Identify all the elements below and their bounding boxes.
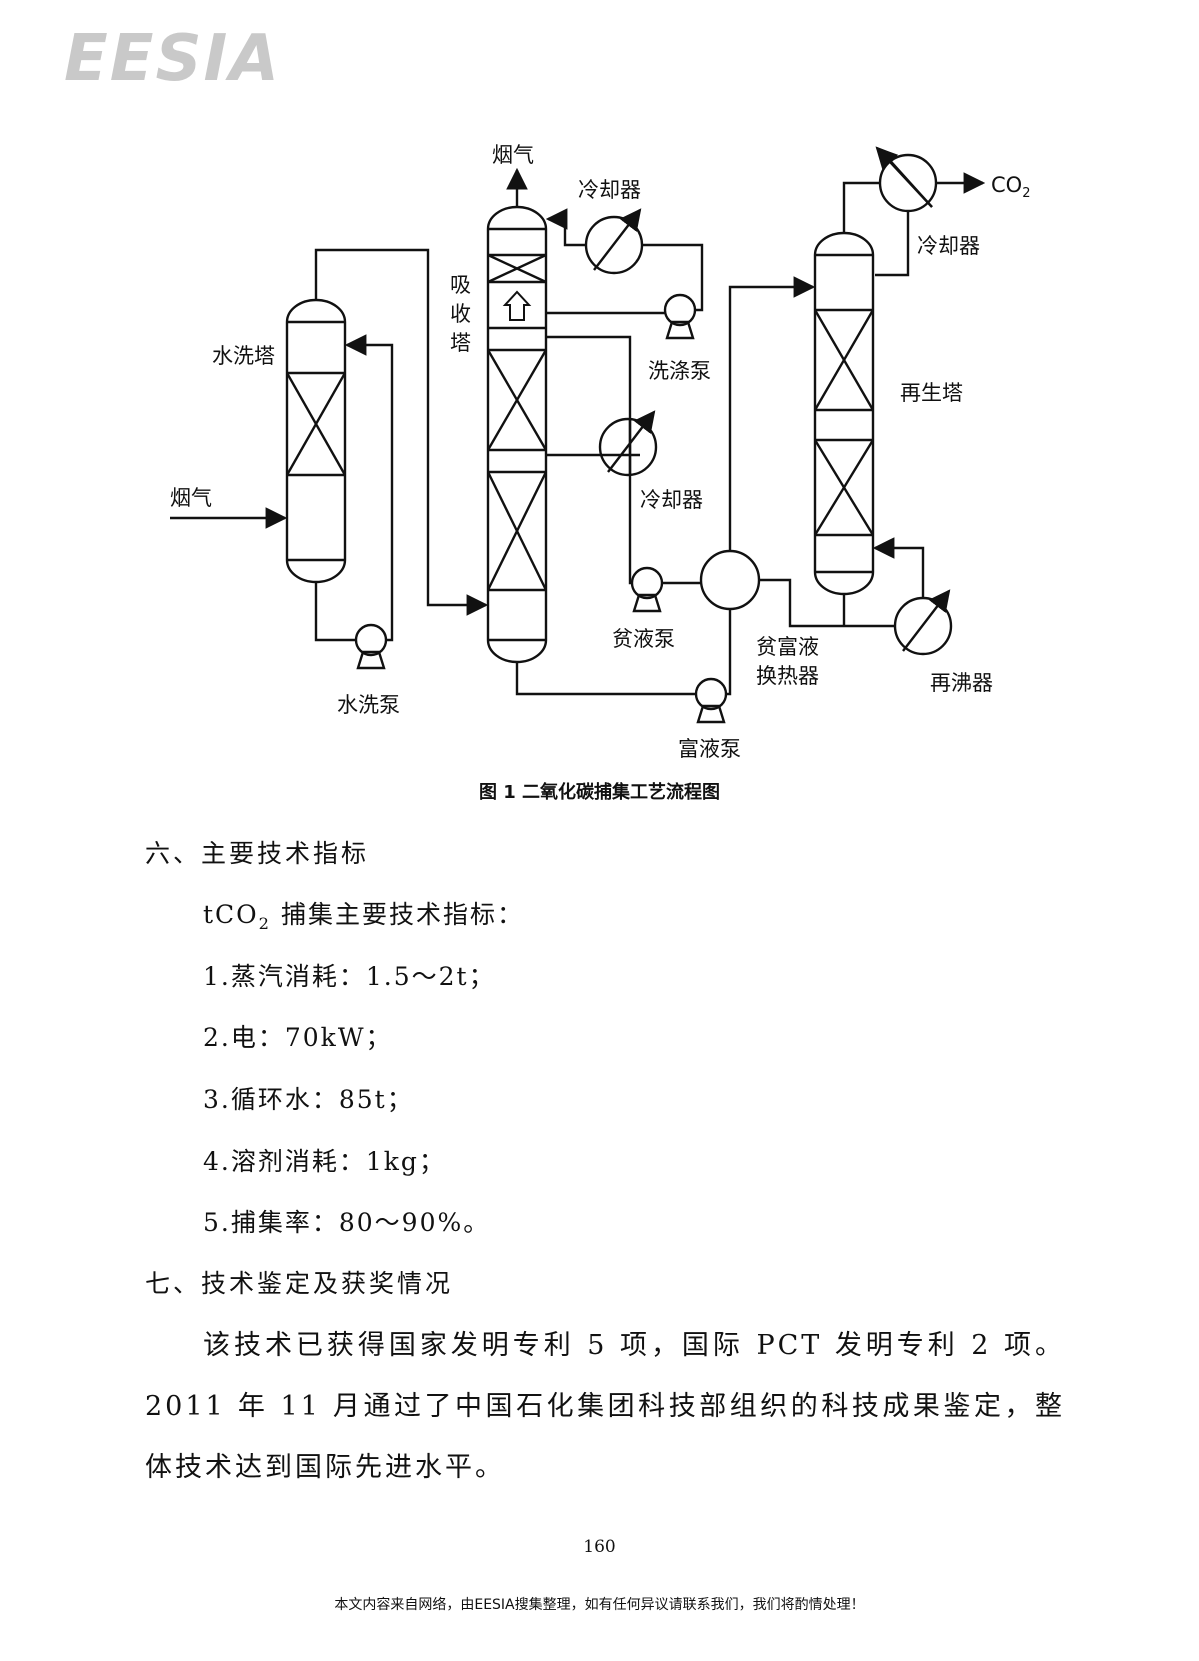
label-exchanger-2: 换热器 [756,664,819,688]
label-water-wash-pump: 水洗泵 [337,693,400,717]
section-7-heading: 七、技术鉴定及获奖情况 [145,1269,454,1298]
section-6-intro: tCO2 捕集主要技术指标： [203,900,524,933]
label-absorber-1: 吸 [450,273,471,297]
section-7-paragraph: 该技术已获得国家发明专利 5 项，国际 PCT 发明专利 2 项。2011 年 … [145,1330,1065,1483]
section-6-heading: 六、主要技术指标 [145,839,370,868]
label-flue-gas-out: 烟气 [492,143,534,167]
label-absorber-2: 收 [450,302,471,326]
cooler-right-icon [875,146,938,213]
label-wash-pump: 洗涤泵 [648,359,711,383]
label-exchanger-1: 贫富液 [756,635,819,659]
label-cooler-mid: 冷却器 [640,488,703,512]
label-flue-gas-in: 烟气 [170,486,212,510]
cooler-top-icon [584,208,644,275]
footer-disclaimer: 本文内容来自网络，由EESIA搜集整理，如有任何异议请联系我们，我们将酌情处理！ [334,1597,865,1613]
indicator-item: 2.电：70kW； [203,1023,393,1052]
cooler-mid-icon [598,410,658,477]
absorber-tower [486,205,548,664]
label-lean-pump: 贫液泵 [612,627,675,651]
wash-pump-icon [663,293,697,340]
regenerator-tower [813,231,875,596]
label-cooler-top: 冷却器 [578,178,641,202]
label-absorber-3: 塔 [450,331,471,355]
page-number: 160 [583,1537,616,1557]
label-regenerator: 再生塔 [900,381,963,405]
figure-caption: 图 1 二氧化碳捕集工艺流程图 [478,782,721,803]
indicator-item: 5.捕集率：80～90%。 [203,1208,491,1237]
co2-capture-process-flow-diagram: 烟气 冷却器 CO2 冷却器 吸 收 塔 水洗塔 洗涤泵 再生塔 冷却器 烟气 … [170,143,1030,761]
rich-pump-icon [694,677,728,724]
water-wash-tower [285,298,347,584]
lean-pump-icon [630,566,664,613]
eesia-logo: EESIA [64,22,281,96]
indicator-item: 1.蒸汽消耗：1.5～2t； [203,962,496,991]
indicator-item: 4.溶剂消耗：1kg； [203,1147,446,1176]
indicator-item: 3.循环水：85t； [203,1085,414,1114]
water-wash-pump-icon [354,623,388,670]
label-wash-tower: 水洗塔 [212,344,275,368]
label-rich-pump: 富液泵 [678,737,741,761]
reboiler-icon [893,589,953,656]
label-co2: CO2 [991,173,1030,201]
label-cooler-right: 冷却器 [917,234,980,258]
lean-rich-exchanger-icon [699,549,761,611]
label-reboiler: 再沸器 [930,671,993,695]
